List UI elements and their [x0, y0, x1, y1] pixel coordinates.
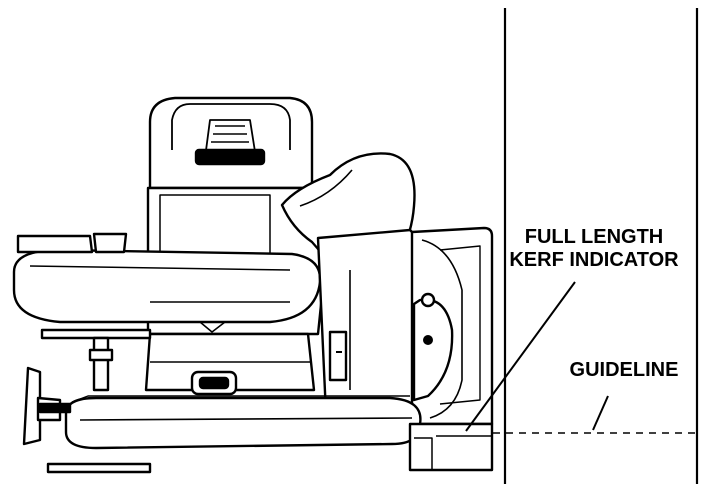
kerf-indicator-label-line2: KERF INDICATOR [509, 249, 679, 271]
guideline-leader-tick [592, 395, 609, 431]
circular-saw [12, 96, 494, 474]
workpiece-board [503, 8, 699, 484]
kerf-indicator-label-line1: FULL LENGTH [525, 226, 664, 248]
kerf-indicator-leader-line [465, 281, 576, 432]
guideline-label: GUIDELINE [570, 359, 679, 381]
